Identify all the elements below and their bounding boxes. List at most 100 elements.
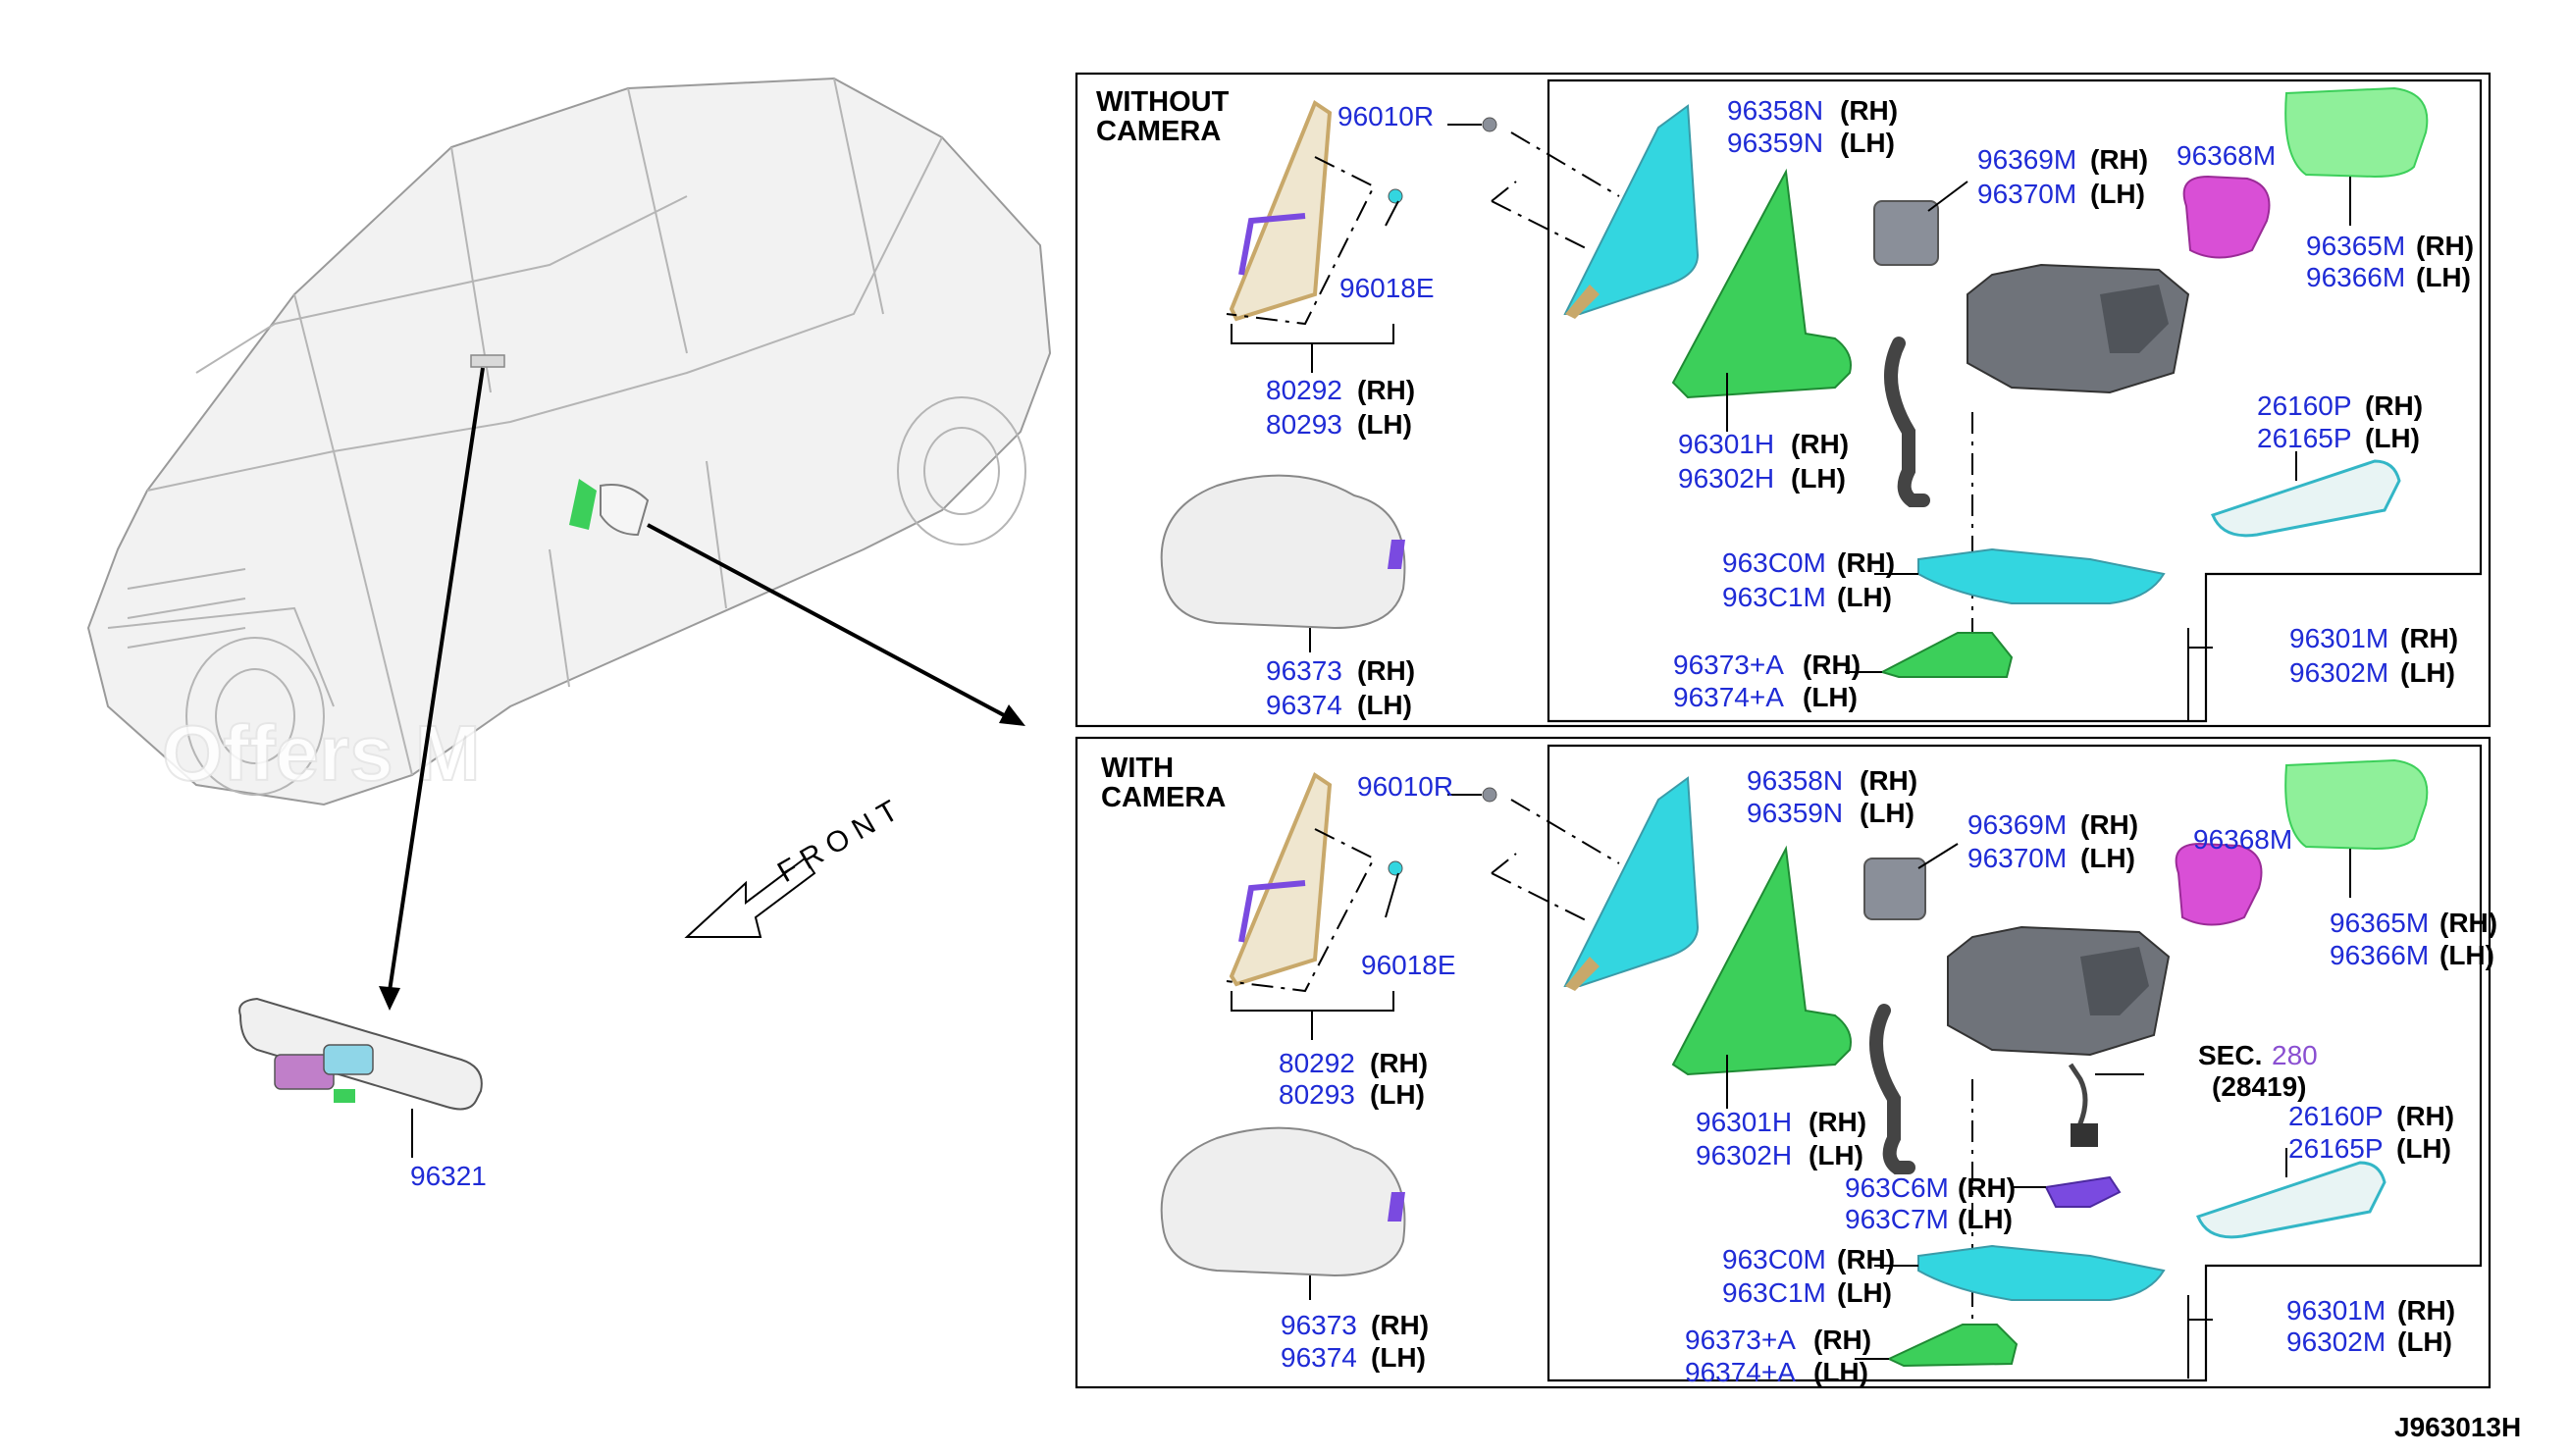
part-96366M-top: 96366M <box>2306 262 2405 292</box>
rh-96373-top: (RH) <box>1357 655 1415 686</box>
heading-with: WITH <box>1101 753 1174 784</box>
part-96359N-bottom: 96359N <box>1747 798 1843 828</box>
part-96374-bottom: 96374 <box>1281 1342 1357 1373</box>
part-96370M-bottom: 96370M <box>1967 843 2067 873</box>
rh-26160P-bottom: (RH) <box>2396 1101 2454 1131</box>
lh-96374-bottom: (LH) <box>1371 1342 1426 1373</box>
part-number-96321: 96321 <box>410 1161 487 1191</box>
heading-without: WITHOUT <box>1096 86 1230 118</box>
actuator-part-2 <box>1863 858 1926 920</box>
glass-holder-part-2 <box>2284 758 2429 851</box>
lh-26165P-bottom: (LH) <box>2396 1133 2451 1164</box>
part-96359N-top: 96359N <box>1727 128 1823 158</box>
rh-963C0M-bottom: (RH) <box>1837 1244 1895 1274</box>
heading-camera: CAMERA <box>1096 116 1221 147</box>
heading-camera-2: CAMERA <box>1101 782 1226 813</box>
part-80292-top: 80292 <box>1266 375 1342 405</box>
part-96374-top: 96374 <box>1266 690 1342 720</box>
rh-96301H-bottom: (RH) <box>1809 1107 1866 1137</box>
lower-cover-part <box>1917 547 2166 604</box>
actuator-part <box>1873 200 1939 266</box>
lh-96374A-bottom: (LH) <box>1813 1357 1868 1387</box>
lh-26165P-top: (LH) <box>2365 423 2420 453</box>
inside-mirror-part <box>238 997 483 1158</box>
mirror-cover-part-2 <box>1160 1126 1406 1277</box>
part-96369M-top: 96369M <box>1977 144 2076 175</box>
mirror-base-cover-part <box>1563 104 1700 315</box>
rh-80292-top: (RH) <box>1357 375 1415 405</box>
lh-96366M-bottom: (LH) <box>2439 940 2494 970</box>
rh-96358N-bottom: (RH) <box>1860 765 1917 796</box>
mirror-glass-magenta-part-2 <box>2175 842 2263 926</box>
glass-holder-part <box>2284 86 2429 179</box>
part-96302M-top: 96302M <box>2289 657 2388 688</box>
part-96010R-top: 96010R <box>1337 101 1434 131</box>
lh-96302M-top: (LH) <box>2400 657 2455 688</box>
lh-963C7M-bottom: (LH) <box>1958 1204 2013 1234</box>
lh-96370M-bottom: (LH) <box>2080 843 2135 873</box>
part-96374A-bottom: 96374+A <box>1685 1357 1796 1387</box>
rh-96369M-bottom: (RH) <box>2080 809 2138 840</box>
part-26160P-bottom: 26160P <box>2288 1101 2384 1131</box>
turn-signal-part <box>2211 459 2401 538</box>
part-96368M-bottom: 96368M <box>2193 824 2292 855</box>
part-96368M-top: 96368M <box>2177 140 2276 171</box>
rh-26160P-top: (RH) <box>2365 390 2423 421</box>
part-96302M-bottom: 96302M <box>2286 1326 2386 1357</box>
mirror-gasket-part <box>1671 168 1852 399</box>
part-96010R-bottom: 96010R <box>1357 771 1453 802</box>
part-80292-bottom: 80292 <box>1279 1048 1355 1078</box>
part-96301M-top: 96301M <box>2289 623 2388 653</box>
lh-963C1M-bottom: (LH) <box>1837 1277 1892 1308</box>
lh-80293-top: (LH) <box>1357 409 1412 440</box>
part-80293-bottom: 80293 <box>1279 1079 1355 1110</box>
lower-cover-part-2 <box>1917 1244 2166 1301</box>
mirror-base-cover-part-2 <box>1563 776 1700 987</box>
part-26165P-bottom: 26165P <box>2288 1133 2384 1164</box>
part-26165P-top: 26165P <box>2257 423 2352 453</box>
inside-mirror-location <box>470 354 505 368</box>
part-96373-top: 96373 <box>1266 655 1342 686</box>
lh-96359N-top: (LH) <box>1840 128 1895 158</box>
camera-bracket-part <box>2044 1175 2122 1208</box>
part-96366M-bottom: 96366M <box>2330 940 2429 970</box>
rh-96301H-top: (RH) <box>1791 429 1849 459</box>
watermark: Offers M <box>162 709 481 797</box>
lh-96302M-bottom: (LH) <box>2397 1326 2452 1357</box>
mirror-gasket-part-2 <box>1671 845 1852 1076</box>
part-96358N-top: 96358N <box>1727 95 1823 126</box>
lower-green-cover-part <box>1879 632 2014 678</box>
rh-80292-bottom: (RH) <box>1370 1048 1428 1078</box>
lower-green-cover-part-2 <box>1886 1324 2019 1368</box>
rh-96365M-bottom: (RH) <box>2439 908 2497 938</box>
sec-subnumber: (28419) <box>2212 1071 2307 1102</box>
corner-finisher-part-2 <box>1229 771 1333 987</box>
part-96018E-top: 96018E <box>1339 273 1435 303</box>
part-963C1M-bottom: 963C1M <box>1722 1277 1826 1308</box>
part-96369M-bottom: 96369M <box>1967 809 2067 840</box>
lh-96374A-top: (LH) <box>1803 682 1858 712</box>
sec-label: SEC. <box>2198 1040 2262 1070</box>
part-96302H-bottom: 96302H <box>1696 1140 1792 1170</box>
lh-96366M-top: (LH) <box>2416 262 2471 292</box>
part-963C0M-bottom: 963C0M <box>1722 1244 1826 1274</box>
part-96301H-top: 96301H <box>1678 429 1774 459</box>
part-96374A-top: 96374+A <box>1673 682 1784 712</box>
part-96365M-bottom: 96365M <box>2330 908 2429 938</box>
door-mirror-highlight <box>569 479 597 530</box>
front-direction-indicator: FRONT <box>684 791 911 938</box>
section-frames <box>1075 72 2491 1389</box>
mirror-cover-part <box>1160 474 1406 630</box>
part-96373A-bottom: 96373+A <box>1685 1325 1796 1355</box>
rh-96373A-bottom: (RH) <box>1813 1325 1871 1355</box>
rh-96358N-top: (RH) <box>1840 95 1898 126</box>
rh-96301M-bottom: (RH) <box>2397 1295 2455 1326</box>
rh-96373A-top: (RH) <box>1803 650 1861 680</box>
part-96365M-top: 96365M <box>2306 231 2405 261</box>
part-96301M-bottom: 96301M <box>2286 1295 2386 1326</box>
section-without-camera: WITHOUT CAMERA <box>1096 86 2474 721</box>
part-96358N-bottom: 96358N <box>1747 765 1843 796</box>
lh-96302H-bottom: (LH) <box>1809 1140 1863 1170</box>
part-963C1M-top: 963C1M <box>1722 582 1826 612</box>
